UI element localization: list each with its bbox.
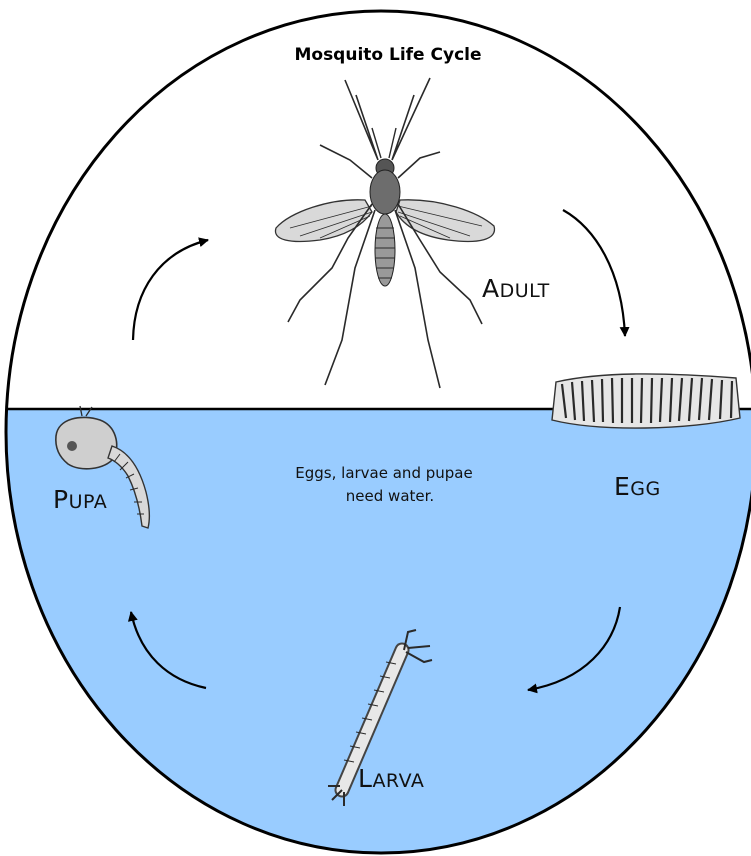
egg-raft-image: [552, 374, 740, 428]
water-note-line-1: Eggs, larvae and pupae: [295, 464, 472, 482]
water-note-line-2: need water.: [346, 487, 434, 505]
diagram-title: Mosquito Life Cycle: [294, 45, 481, 65]
